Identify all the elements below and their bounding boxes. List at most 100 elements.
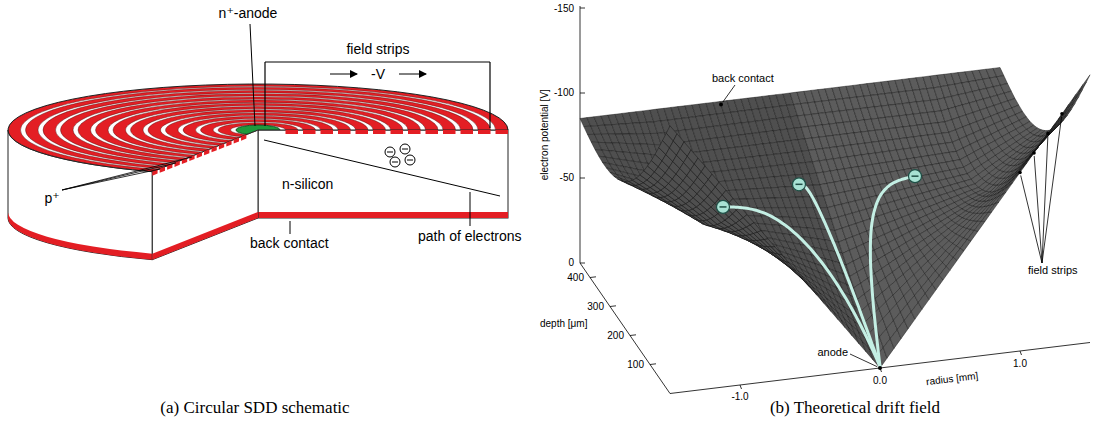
part-label: p⁺ [44, 190, 59, 206]
p-implant [426, 130, 439, 134]
leader-line [723, 85, 735, 102]
mesh-cell [1002, 182, 1013, 194]
axis-tick [580, 8, 585, 9]
mesh-cell [1079, 75, 1090, 92]
electron-trajectory [723, 207, 880, 366]
tick-label: -50 [560, 172, 574, 184]
mesh-cell [960, 239, 971, 250]
electron-trajectory [799, 184, 880, 366]
tick-label: -150 [554, 3, 574, 15]
electron-symbol [793, 178, 806, 191]
electron-symbol [400, 144, 410, 154]
electron-symbol [390, 157, 400, 167]
leader-line [1034, 156, 1042, 263]
minus-sign [402, 149, 408, 150]
voltage-label: -V [371, 66, 385, 82]
leader-line [850, 354, 877, 367]
p-implant [461, 130, 474, 134]
p-implant [443, 130, 456, 134]
mesh-cell [981, 212, 992, 222]
part-label: path of electrons [418, 228, 522, 244]
tick-label: 300 [587, 301, 604, 313]
leader-dot [1060, 112, 1064, 116]
minus-sign [796, 184, 803, 186]
p-implant [160, 167, 165, 173]
mesh-cell [820, 298, 831, 312]
axis-title: radius [mm] [925, 370, 978, 388]
axis-tick [580, 93, 585, 94]
subfigure-caption: (a) Circular SDD schematic [160, 398, 349, 418]
mesh-cell [974, 221, 985, 231]
axis-tick [740, 385, 742, 389]
bracket-line [265, 62, 490, 63]
leader-line [1042, 117, 1062, 263]
tick-label: -100 [554, 87, 574, 99]
p-implant [211, 146, 216, 152]
p-implant [197, 152, 202, 158]
axis-tick [580, 178, 585, 179]
tick-label: 400 [567, 272, 584, 284]
field-strip-rings [8, 84, 508, 176]
part-label: field strips [346, 41, 409, 57]
axis-tick [580, 263, 585, 264]
minus-sign [720, 206, 727, 208]
mesh-cell [778, 254, 789, 263]
mesh-cell [848, 327, 859, 344]
leader-dot [1018, 171, 1022, 175]
back-contact-band [152, 212, 258, 260]
p-implant [174, 161, 179, 167]
leader-line [250, 24, 255, 126]
voltage-arrow [399, 74, 426, 75]
mesh-cell [1065, 94, 1076, 110]
part-label: n-silicon [282, 176, 333, 192]
mesh-cell [1072, 85, 1083, 102]
p-implant [356, 130, 369, 134]
minus-sign [407, 160, 413, 161]
p-implant [241, 135, 246, 141]
subfigure-caption: (b) Theoretical drift field [770, 398, 940, 418]
leader-dot [1046, 132, 1050, 136]
tick-label: 0 [568, 257, 574, 269]
electron-symbol [385, 147, 395, 157]
mesh-cell [988, 202, 999, 213]
tick-label: 0.0 [873, 375, 887, 387]
axis-tick [650, 363, 656, 365]
axis-title: electron potential [V] [539, 89, 551, 180]
electron-symbol [405, 155, 415, 165]
axis-tick [1020, 351, 1022, 355]
p-implant [478, 130, 491, 134]
mesh-cell [855, 335, 866, 352]
part-label: n⁺-anode [219, 5, 278, 21]
anode-dot [878, 366, 882, 370]
mesh-cell [750, 223, 761, 233]
bracket-line [264, 62, 265, 126]
mesh-cell [827, 305, 838, 319]
mesh-cell [841, 320, 852, 336]
depth-axis [580, 263, 670, 394]
back-contact-band [8, 212, 152, 260]
p-implant [408, 130, 421, 134]
part-label: field strips [1028, 264, 1078, 277]
mesh-cell [995, 192, 1006, 203]
p-implant [226, 140, 231, 146]
p-implant [496, 130, 509, 134]
leader-dot [719, 103, 723, 107]
part-label: back contact [250, 235, 329, 251]
p-implant [234, 138, 239, 144]
tick-label: 200 [607, 330, 624, 342]
mesh-cell [757, 231, 768, 240]
leader-line [62, 157, 192, 190]
electron-trajectories [717, 170, 922, 367]
p-implant [373, 130, 386, 134]
p-implant [391, 130, 404, 134]
top-outline [8, 84, 508, 172]
p-implant [219, 143, 224, 149]
mesh-cell [834, 313, 845, 328]
minus-sign [392, 162, 398, 163]
mesh-cell [743, 215, 754, 225]
electron-path-line [264, 140, 500, 196]
axis-tick [630, 334, 636, 336]
mesh-cell [771, 247, 782, 255]
